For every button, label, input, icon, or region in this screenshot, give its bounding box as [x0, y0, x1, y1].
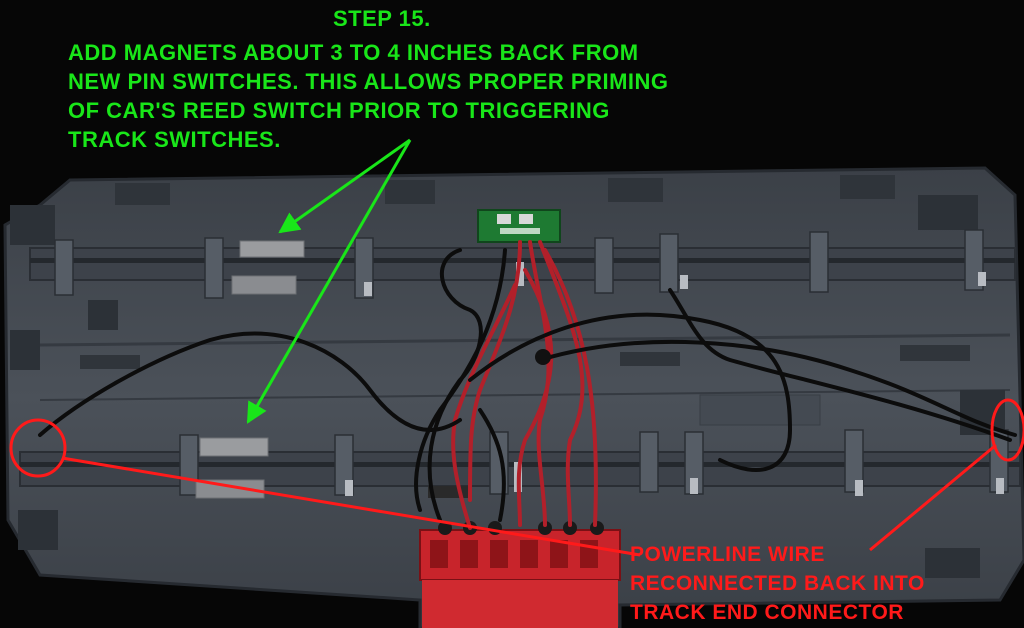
left-wire-circle — [9, 418, 67, 478]
callout-line: TRACK END CONNECTOR — [630, 601, 904, 624]
callout-line: POWERLINE WIRE — [630, 543, 825, 566]
track-piece — [3, 166, 1024, 628]
track-end-connector — [419, 486, 621, 628]
magnet-upper — [239, 240, 305, 258]
step-instruction-line: OF CAR'S REED SWITCH PRIOR TO TRIGGERING — [68, 98, 610, 123]
step-instruction: ADD MAGNETS ABOUT 3 TO 4 INCHES BACK FRO… — [68, 38, 669, 154]
step-instruction-line: TRACK SWITCHES. — [68, 127, 281, 152]
callout-line: RECONNECTED BACK INTO — [630, 572, 925, 595]
circuit-board — [477, 209, 561, 243]
right-wire-circle — [990, 398, 1024, 462]
red-callout-marks — [9, 398, 1024, 557]
powerline-callout: POWERLINE WIRE RECONNECTED BACK INTO TRA… — [630, 540, 925, 627]
wiring — [38, 240, 1017, 530]
green-arrows — [246, 138, 412, 424]
magnet-lower — [199, 437, 269, 457]
step-instruction-line: ADD MAGNETS ABOUT 3 TO 4 INCHES BACK FRO… — [68, 40, 639, 65]
step-instruction-line: NEW PIN SWITCHES. THIS ALLOWS PROPER PRI… — [68, 69, 669, 94]
step-title: STEP 15. — [333, 6, 431, 31]
